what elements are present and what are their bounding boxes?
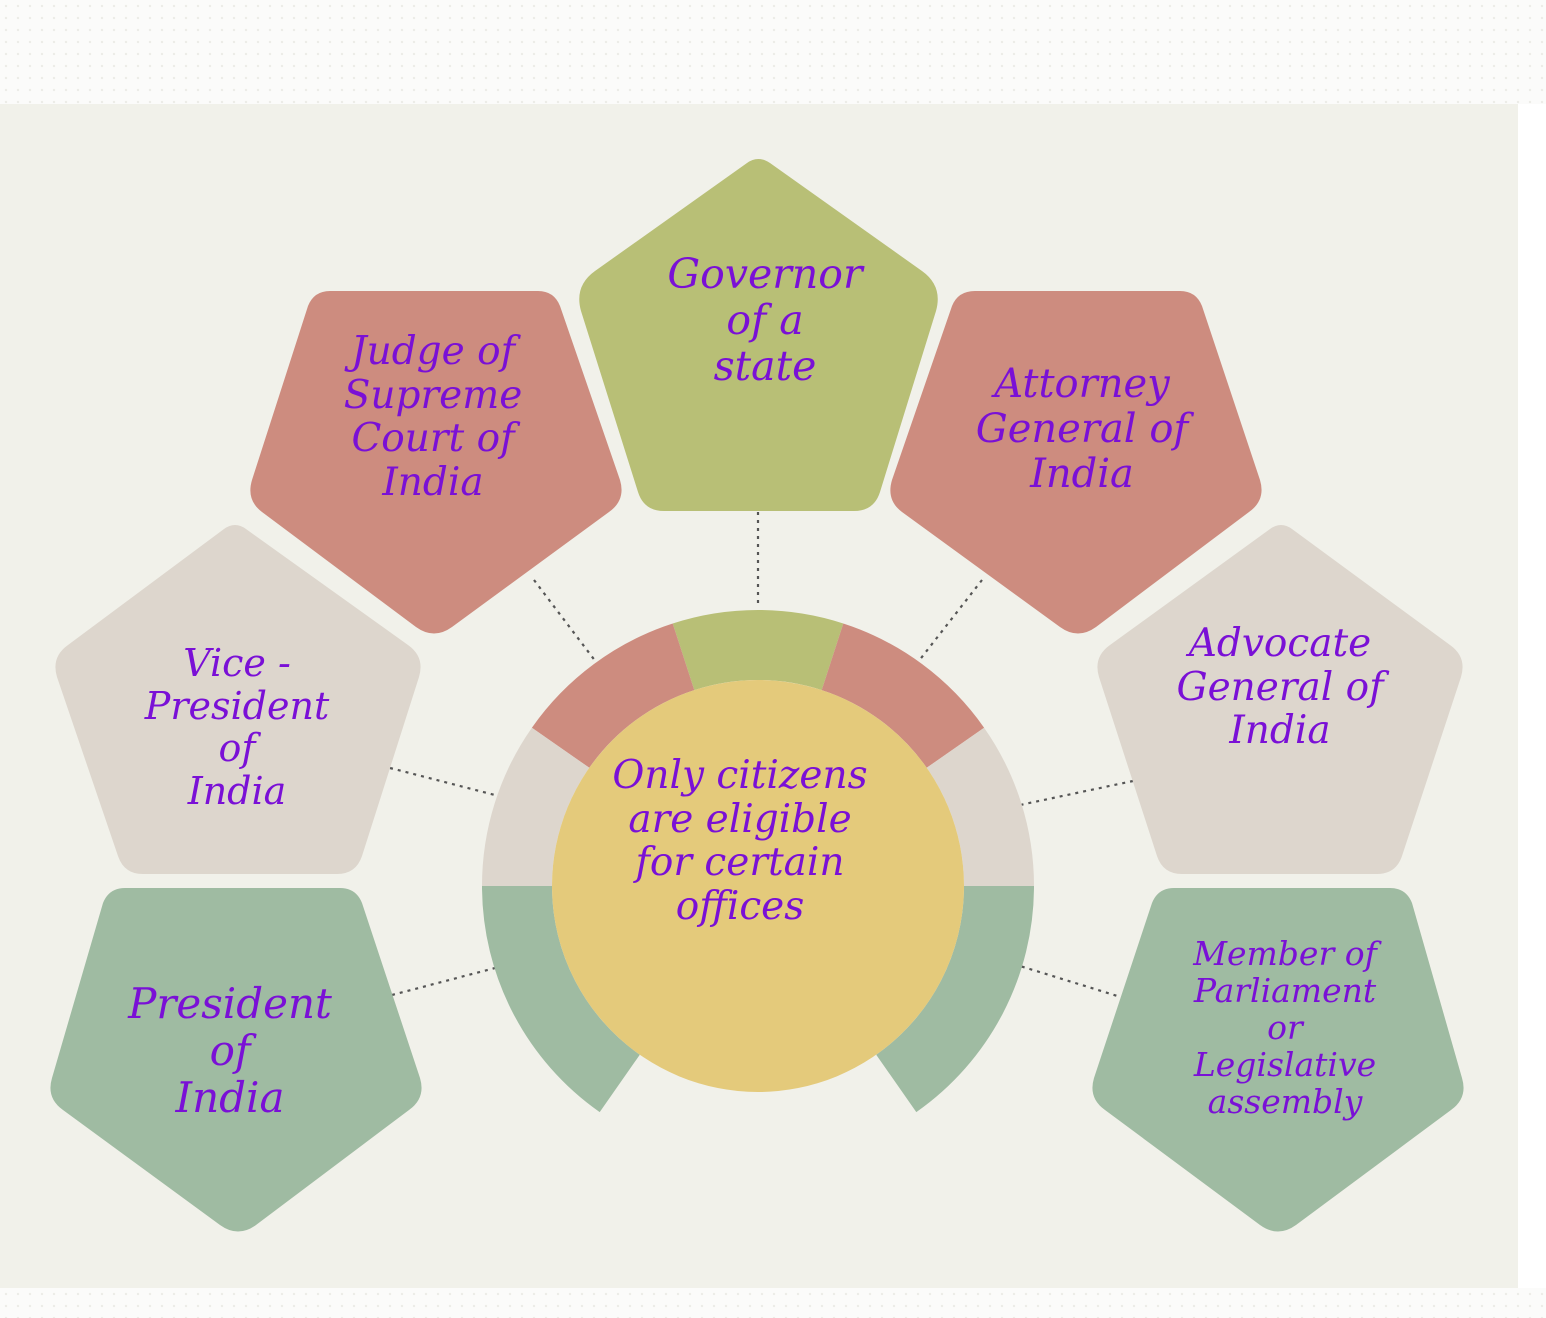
pentagon-judge <box>250 291 622 634</box>
label-advocate: Advocate General of India <box>1176 621 1384 754</box>
ring-segment-vice-president <box>482 727 590 886</box>
pentagon-attorney <box>890 291 1262 634</box>
ring-segment-governor <box>672 609 844 691</box>
diagram-panel: Governor of a state Judge of Supreme Cou… <box>0 104 1518 1288</box>
pentagon-governor <box>579 159 938 511</box>
pentagon-advocate <box>1097 525 1463 874</box>
center-circle <box>552 680 964 1092</box>
center-text: Only citizens are eligible for certain o… <box>612 753 868 930</box>
connector-advocate <box>1019 779 1134 807</box>
label-attorney: Attorney General of India <box>975 361 1189 497</box>
label-governor: Governor of a state <box>667 250 863 390</box>
ring-segment-president <box>482 886 640 1113</box>
label-president: President of India <box>128 979 332 1123</box>
label-judge: Judge of Supreme Court of India <box>343 329 523 506</box>
pentagon-member <box>1092 888 1464 1232</box>
dotted-top-band <box>0 0 1546 104</box>
connector-judge <box>533 579 597 663</box>
connector-member <box>1019 964 1125 1000</box>
label-vice-president: Vice - President of India <box>144 641 330 813</box>
pentagon-vice-president <box>55 525 421 874</box>
connector-attorney <box>917 579 983 663</box>
label-member: Member of Parliament or Legislative asse… <box>1193 934 1377 1121</box>
ring-segment-member <box>876 886 1034 1113</box>
dotted-bottom-band <box>0 1288 1546 1318</box>
diagram-canvas <box>50 159 1464 1232</box>
pentagon-president <box>50 888 422 1232</box>
ring-segment-advocate <box>926 727 1035 886</box>
ring-segment-attorney <box>821 623 985 768</box>
connector-vice-president <box>389 766 496 797</box>
ring-segment-judge <box>531 623 695 768</box>
connector-president <box>391 966 496 997</box>
